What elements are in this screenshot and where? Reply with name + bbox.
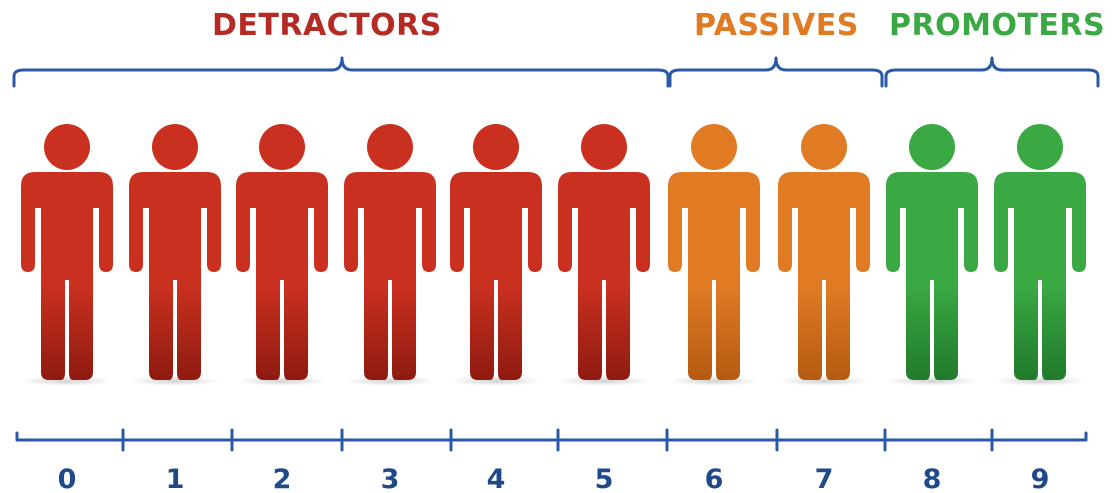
person-icon	[344, 124, 436, 386]
score-label: 0	[58, 464, 77, 493]
score-label: 9	[1031, 464, 1050, 493]
person-icon	[236, 124, 328, 386]
score-label: 3	[381, 464, 400, 493]
score-label: 2	[273, 464, 292, 493]
person-icon	[886, 124, 978, 386]
person-icon	[558, 124, 650, 386]
score-label: 1	[166, 464, 185, 493]
passives-bracket	[668, 56, 884, 88]
score-label: 6	[705, 464, 724, 493]
person-icon	[668, 124, 760, 386]
promoters-bracket	[884, 56, 1100, 88]
score-label: 5	[595, 464, 614, 493]
detractors-bracket	[12, 56, 670, 88]
group-brackets	[12, 56, 1100, 88]
score-label: 8	[923, 464, 942, 493]
score-label: 7	[815, 464, 834, 493]
people-figures	[21, 124, 1086, 386]
score-label: 4	[487, 464, 506, 493]
detractors-label: DETRACTORS	[212, 8, 442, 43]
person-icon	[21, 124, 113, 386]
promoters-label: PROMOTERS	[889, 8, 1106, 43]
passives-label: PASSIVES	[694, 8, 859, 43]
person-icon	[450, 124, 542, 386]
person-icon	[994, 124, 1086, 386]
scale-bracket	[15, 428, 1088, 452]
score-scale: 0 1 2 3 4 5 6 7 8 9	[15, 428, 1088, 493]
person-icon	[778, 124, 870, 386]
person-icon	[129, 124, 221, 386]
